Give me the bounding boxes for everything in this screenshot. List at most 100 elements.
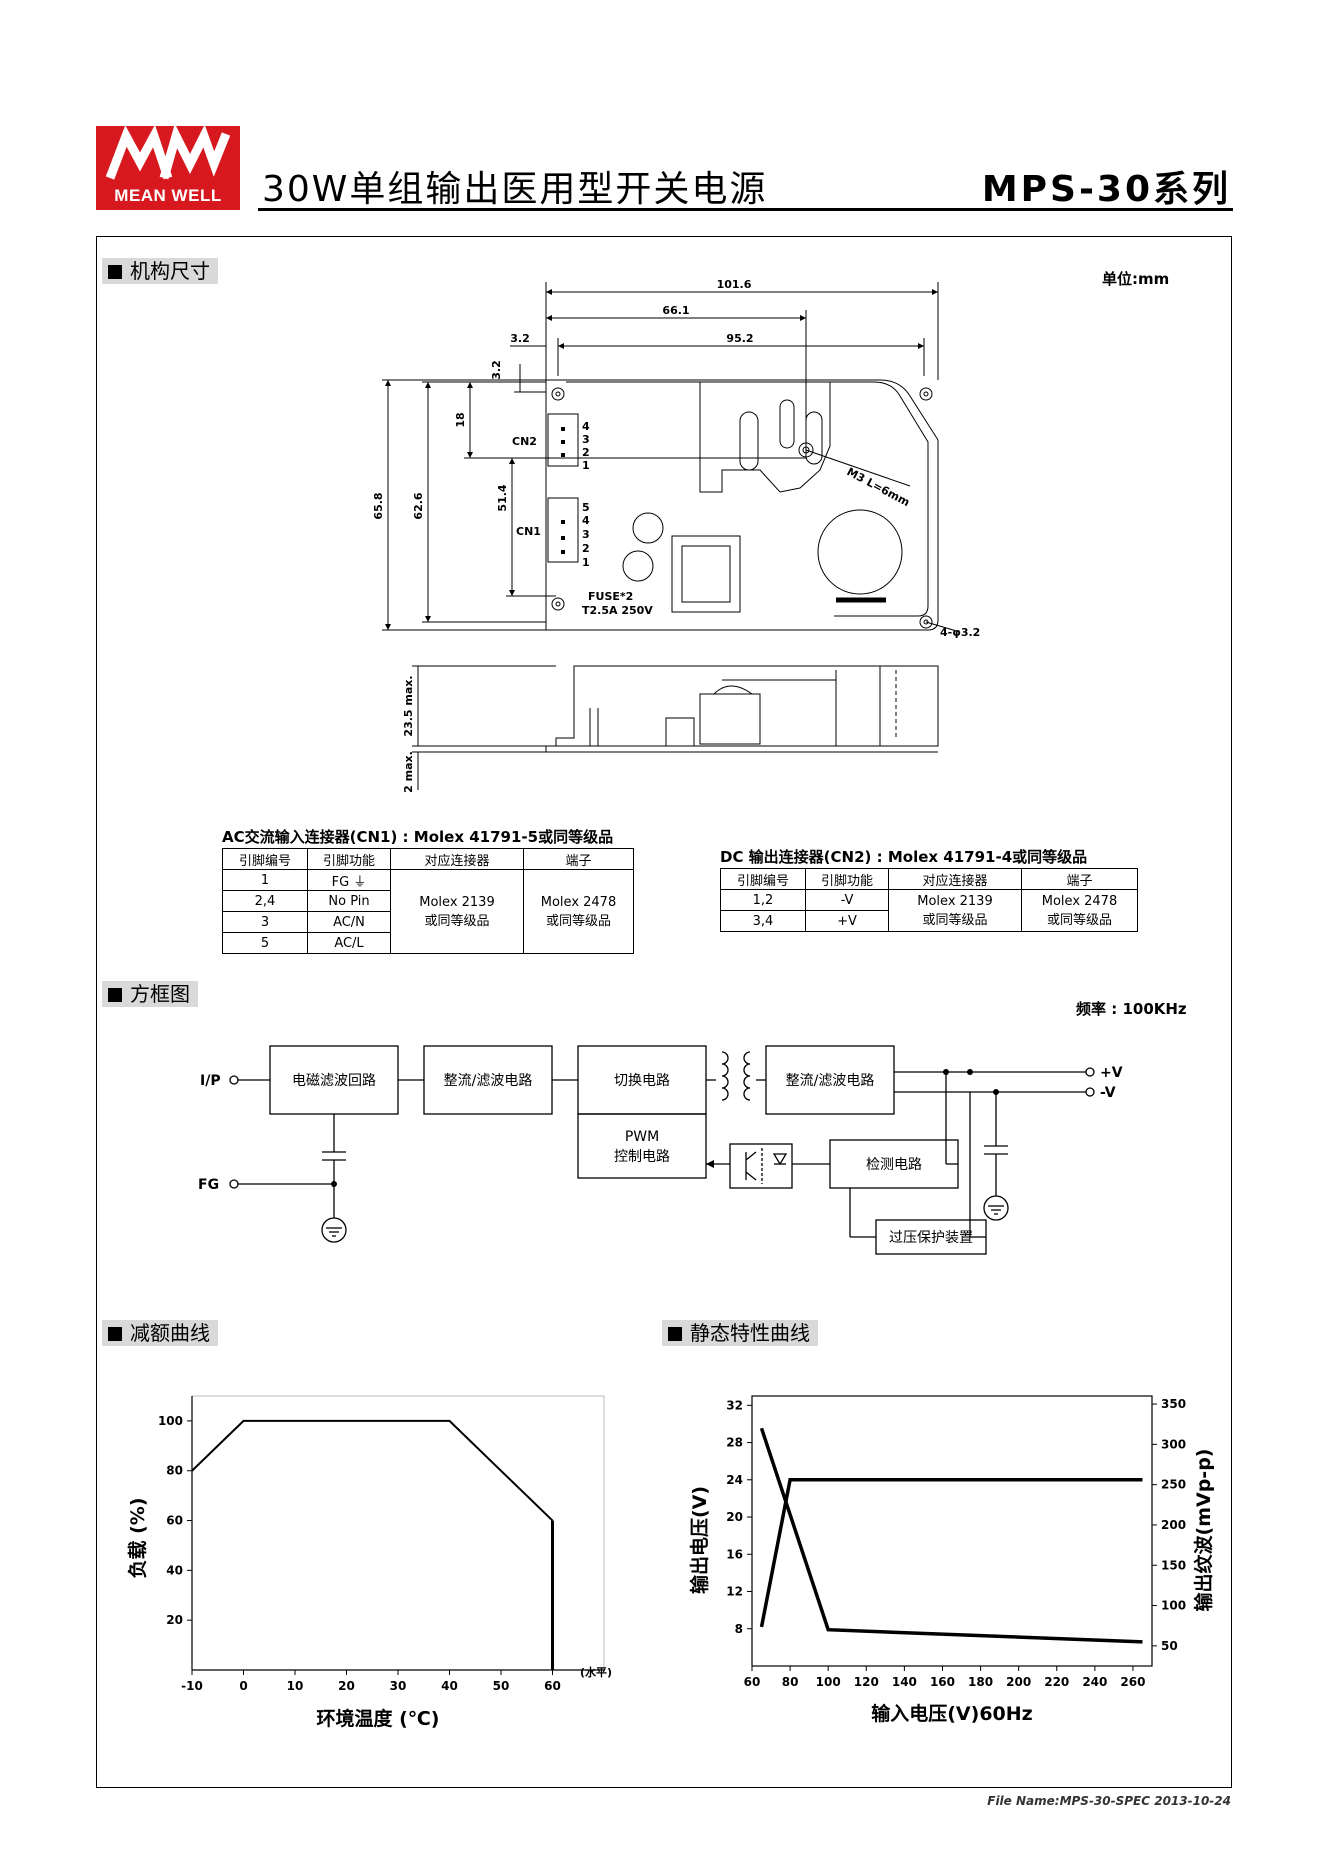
- page-title: 30W单组输出医用型开关电源: [262, 169, 768, 210]
- derating-y-tick-label: 20: [166, 1613, 183, 1627]
- dim-95-2: 95.2: [726, 332, 753, 345]
- square-bullet-icon: [108, 1327, 122, 1341]
- m3-screw-label: M3 L=6mm: [845, 465, 912, 509]
- derating-plot-frame: [191, 1395, 605, 1671]
- cn1-header-terminal: 端子: [523, 848, 634, 870]
- dim-101-6: 101.6: [717, 278, 752, 291]
- derating-x-tick-label: 60: [544, 1679, 561, 1693]
- vplus-label: +V: [1100, 1065, 1123, 1081]
- dim-18: 18: [454, 412, 467, 427]
- square-bullet-icon: [108, 988, 122, 1002]
- dim-23-5: 23.5 max.: [402, 675, 415, 736]
- cn1-pin-4: 4: [582, 514, 590, 527]
- cn1-label: CN1: [516, 525, 541, 538]
- cn2-cell: 3,4: [720, 910, 806, 932]
- cn1-cell: AC/L: [307, 932, 391, 954]
- cn2-pin-4: 4: [582, 420, 590, 433]
- derating-x-unit-note: (水平): [580, 1665, 612, 1679]
- cn1-cell: AC/N: [307, 911, 391, 933]
- output-rectifier-block: 整流/滤波电路: [786, 1073, 875, 1089]
- section-block-title: 方框图: [102, 981, 198, 1007]
- cn1-cell: 5: [222, 932, 308, 954]
- static-left-tick-label: 24: [726, 1473, 743, 1487]
- derating-y-tick-label: 80: [166, 1464, 183, 1478]
- pwm-block-line1: PWM: [625, 1129, 659, 1145]
- derating-x-tick-label: 20: [338, 1679, 355, 1693]
- static-right-tick-label: 200: [1161, 1518, 1186, 1532]
- unit-label: 单位:mm: [1102, 270, 1170, 288]
- cn2-header-terminal: 端子: [1021, 868, 1138, 890]
- static-left-tick-label: 32: [726, 1398, 743, 1412]
- cn1-cell: 1: [222, 869, 308, 891]
- square-bullet-icon: [108, 265, 122, 279]
- cn1-header-func: 引脚功能: [307, 848, 391, 870]
- derating-y-tick-label: 40: [166, 1563, 183, 1577]
- cn1-header-pin: 引脚编号: [222, 848, 308, 870]
- cn1-cell: 2,4: [222, 890, 308, 912]
- section-derating-title: 减额曲线: [102, 1320, 218, 1346]
- content-frame: [96, 236, 1232, 1788]
- cn2-header-func: 引脚功能: [805, 868, 889, 890]
- cn1-pin-2: 2: [582, 542, 590, 555]
- static-left-tick-label: 28: [726, 1436, 743, 1450]
- mechanical-drawing: 101.6 66.1 95.2 3.2 3.2 18 51.4 62.6 65.…: [372, 278, 980, 793]
- frequency-label: 频率 : 100KHz: [1076, 1000, 1187, 1018]
- static-x-tick-label: 200: [1006, 1675, 1031, 1689]
- static-x-tick-label: 160: [930, 1675, 955, 1689]
- derating-series-line: [191, 1419, 554, 1522]
- cn2-pin-3: 3: [582, 433, 590, 446]
- derating-y-tick-label: 60: [166, 1514, 183, 1528]
- static-right-tick-label: 350: [1161, 1397, 1186, 1411]
- file-name-footer: File Name:MPS-30-SPEC 2013-10-24: [987, 1794, 1231, 1808]
- static-right-tick-label: 150: [1161, 1558, 1186, 1572]
- rectifier-filter-block: 整流/滤波电路: [444, 1073, 533, 1089]
- series-title: MPS-30系列: [981, 169, 1231, 210]
- static-x-tick-label: 80: [782, 1675, 799, 1689]
- static-right-tick-label: 50: [1161, 1639, 1178, 1653]
- ip-label: I/P: [200, 1073, 221, 1089]
- dim-66-1: 66.1: [662, 304, 689, 317]
- cn2-cell: 1,2: [720, 889, 806, 911]
- static-x-tick-label: 60: [744, 1675, 761, 1689]
- cn2-label: CN2: [512, 435, 537, 448]
- cn1-cell: FG ⏚: [307, 869, 391, 891]
- static-left-tick-label: 12: [726, 1585, 743, 1599]
- fg-label: FG: [198, 1177, 219, 1193]
- cn2-header-pin: 引脚编号: [720, 868, 806, 890]
- dim-2-max: 2 max.: [402, 751, 415, 793]
- static-right-tick-label: 100: [1161, 1599, 1186, 1613]
- derating-x-axis-label: 环境温度 (℃): [317, 1707, 440, 1730]
- pwm-block-line2: 控制电路: [614, 1149, 670, 1165]
- static-voltage-line: [759, 1478, 1143, 1628]
- cn2-table-caption: DC 输出连接器(CN2) : Molex 41791-4或同等级品: [720, 848, 1088, 866]
- cn1-pin-3: 3: [582, 528, 590, 541]
- cn1-header-connector: 对应连接器: [390, 848, 524, 870]
- logo-text: MEAN WELL: [114, 186, 222, 205]
- static-right-tick-label: 250: [1161, 1478, 1186, 1492]
- mean-well-logo: MEAN WELL: [96, 123, 240, 210]
- static-x-tick-label: 240: [1082, 1675, 1107, 1689]
- dim-62-6: 62.6: [412, 492, 425, 519]
- static-right-axis-label: 输出纹波(mVp-p): [1192, 1449, 1215, 1612]
- cn1-pin-5: 5: [582, 501, 590, 514]
- cn1-cell: 3: [222, 911, 308, 933]
- ovp-block: 过压保护装置: [889, 1230, 973, 1246]
- cn2-pin-1: 1: [582, 459, 590, 472]
- mounting-holes-label: 4-φ3.2: [940, 626, 980, 639]
- static-ripple-line: [759, 1427, 1143, 1644]
- static-x-tick-label: 220: [1044, 1675, 1069, 1689]
- derating-x-tick-label: 40: [441, 1679, 458, 1693]
- section-static-title: 静态特性曲线: [662, 1320, 818, 1346]
- cn1-cell: No Pin: [307, 890, 391, 912]
- static-x-tick-label: 100: [816, 1675, 841, 1689]
- vminus-label: -V: [1100, 1085, 1116, 1101]
- static-x-tick-label: 120: [854, 1675, 879, 1689]
- cn1-pin-1: 1: [582, 556, 590, 569]
